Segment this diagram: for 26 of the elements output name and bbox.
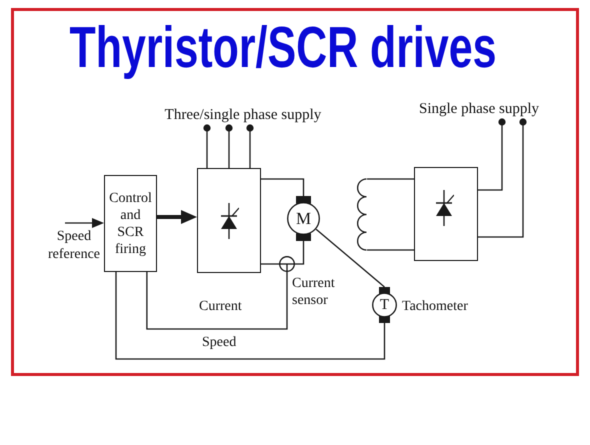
converter-box [197, 168, 261, 273]
supply-label: Three/single phase supply [150, 106, 336, 128]
component-label: Current sensor [292, 275, 336, 309]
wire [261, 263, 279, 265]
supply-label: Single phase supply [410, 100, 548, 122]
wire [295, 241, 304, 265]
title: Thyristor/SCR drives [70, 19, 496, 77]
feedback-line [146, 272, 288, 330]
converter-box [414, 167, 478, 261]
thick-arrow [157, 210, 197, 224]
terminal-wire [478, 118, 527, 238]
wire [367, 249, 414, 251]
field-winding-coil [357, 179, 367, 250]
current-sensor-symbol [279, 256, 295, 272]
feedback-line [115, 272, 386, 360]
terminal-wire [246, 124, 254, 168]
component-label: Tachometer [402, 298, 469, 315]
terminal-wire [478, 118, 506, 191]
edge-label: Speed [202, 334, 236, 352]
control-box: Control and SCR firing [104, 175, 157, 272]
terminal-wire [203, 124, 211, 168]
wire [367, 178, 414, 180]
arrow [65, 218, 104, 228]
terminal-wire [225, 124, 233, 168]
shaft-coupling-line [316, 228, 385, 288]
wire [261, 178, 304, 196]
